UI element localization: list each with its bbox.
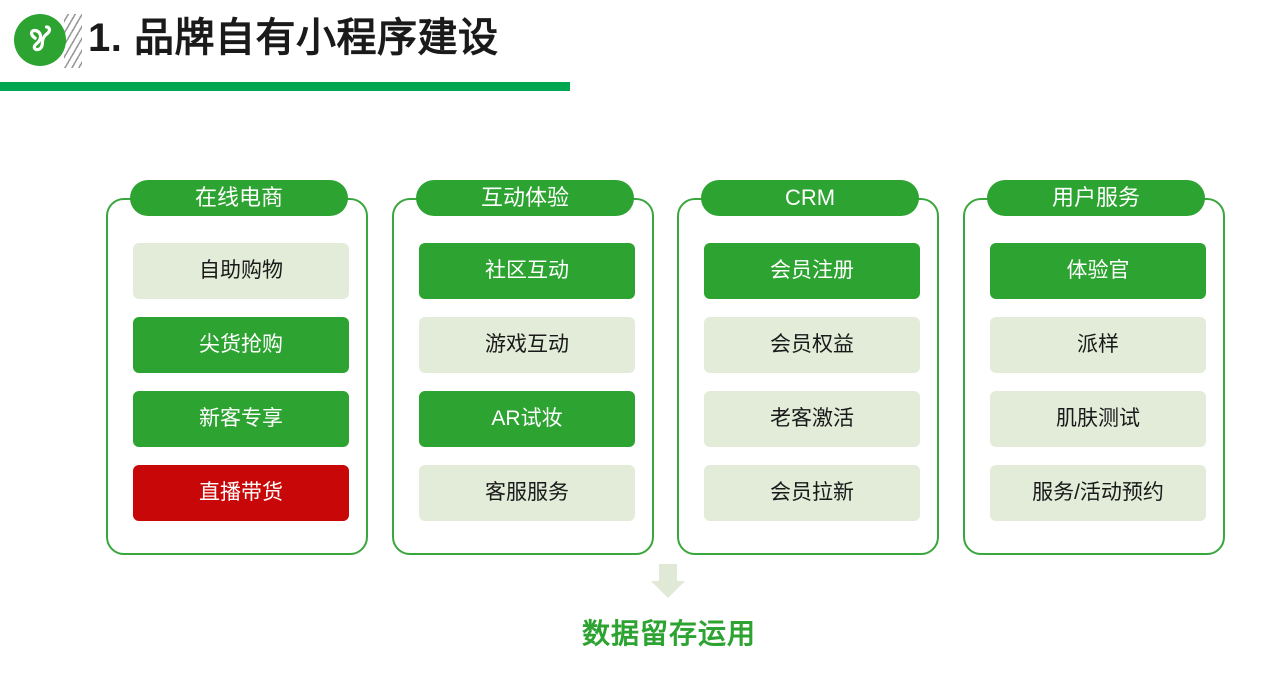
list-item[interactable]: 肌肤测试 [990,391,1206,447]
list-item[interactable]: 新客专享 [133,391,349,447]
list-item[interactable]: 游戏互动 [419,317,635,373]
column-title-pill[interactable]: CRM [701,180,919,216]
list-item[interactable]: 会员注册 [704,243,920,299]
title-underline-bar [0,82,570,91]
hatch-decoration [36,12,82,68]
column-online-commerce: 在线电商 自助购物 尖货抢购 新客专享 直播带货 [106,180,368,555]
list-item[interactable]: 社区互动 [419,243,635,299]
column-items: 体验官 派样 肌肤测试 服务/活动预约 [990,243,1206,539]
list-item[interactable]: 会员拉新 [704,465,920,521]
wechat-mini-program-logo-icon [14,14,66,66]
column-items: 自助购物 尖货抢购 新客专享 直播带货 [133,243,349,539]
page-footer: 数据留存运用 [0,560,1280,660]
logo-area [8,8,82,70]
columns-container: 在线电商 自助购物 尖货抢购 新客专享 直播带货 互动体验 社区互动 游戏互动 … [0,180,1280,560]
column-title-pill[interactable]: 用户服务 [987,180,1205,216]
list-item[interactable]: 服务/活动预约 [990,465,1206,521]
arrow-down-icon [651,564,685,598]
list-item[interactable]: 体验官 [990,243,1206,299]
list-item[interactable]: 会员权益 [704,317,920,373]
list-item[interactable]: 尖货抢购 [133,317,349,373]
list-item[interactable]: 老客激活 [704,391,920,447]
list-item[interactable]: 客服服务 [419,465,635,521]
list-item[interactable]: AR试妆 [419,391,635,447]
column-items: 社区互动 游戏互动 AR试妆 客服服务 [419,243,635,539]
column-items: 会员注册 会员权益 老客激活 会员拉新 [704,243,920,539]
column-interactive-experience: 互动体验 社区互动 游戏互动 AR试妆 客服服务 [392,180,654,555]
page-title: 1. 品牌自有小程序建设 [88,16,499,60]
column-title-pill[interactable]: 在线电商 [130,180,348,216]
column-crm: CRM 会员注册 会员权益 老客激活 会员拉新 [677,180,939,555]
column-title-pill[interactable]: 互动体验 [416,180,634,216]
list-item[interactable]: 自助购物 [133,243,349,299]
list-item[interactable]: 直播带货 [133,465,349,521]
list-item[interactable]: 派样 [990,317,1206,373]
footer-label: 数据留存运用 [581,618,756,649]
column-user-service: 用户服务 体验官 派样 肌肤测试 服务/活动预约 [963,180,1225,555]
page-header: 1. 品牌自有小程序建设 [0,0,1280,100]
